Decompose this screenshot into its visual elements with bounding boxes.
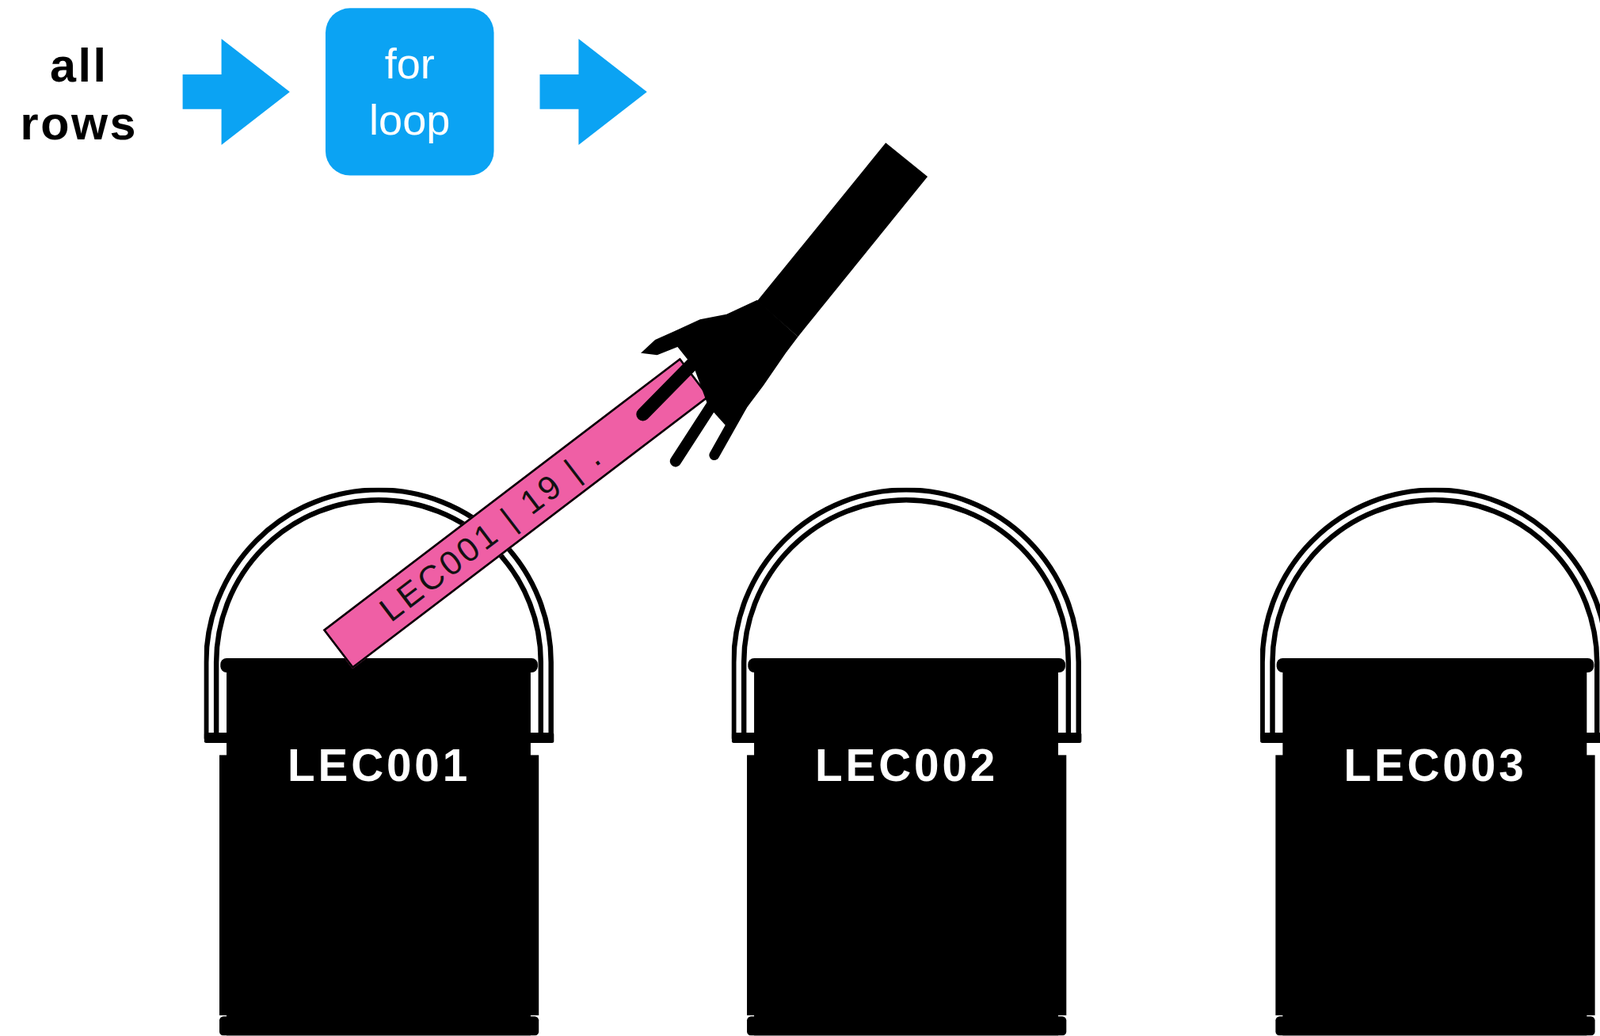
- bucket-body: [219, 1016, 539, 1036]
- bucket-label: LEC002: [731, 736, 1082, 794]
- bucket-body: [746, 754, 1067, 1016]
- finger-shape: [714, 406, 743, 456]
- bucket-body: [1275, 1016, 1595, 1036]
- bucket-body: [1055, 732, 1082, 743]
- process-box: for loop: [325, 7, 495, 176]
- palm-shape: [640, 300, 798, 427]
- bucket-shape: LEC001: [204, 487, 555, 1036]
- bucket-shape: LEC002: [731, 487, 1082, 1036]
- input-label: all rows: [10, 36, 149, 153]
- flow-arrow: [182, 38, 290, 145]
- bucket-body: [220, 658, 538, 673]
- bucket-body: [747, 658, 1066, 673]
- finger-shape: [643, 344, 712, 415]
- bucket-body: [1583, 732, 1600, 743]
- bucket-body: [1275, 754, 1595, 1016]
- bucket-shape: LEC003: [1260, 487, 1600, 1036]
- bucket-label: LEC001: [204, 736, 555, 794]
- arm-shape: [757, 142, 928, 337]
- bucket-body: [731, 732, 759, 743]
- bucket-body: [527, 732, 554, 743]
- box-label: for loop: [347, 35, 472, 149]
- bucket-body: [1260, 732, 1287, 743]
- bucket-body: [1276, 658, 1595, 673]
- bucket-body: [746, 1016, 1067, 1036]
- bucket-body: [204, 732, 231, 743]
- bucket-label: LEC003: [1260, 736, 1600, 794]
- bucket-body: [219, 754, 539, 1016]
- flow-arrow: [540, 38, 648, 145]
